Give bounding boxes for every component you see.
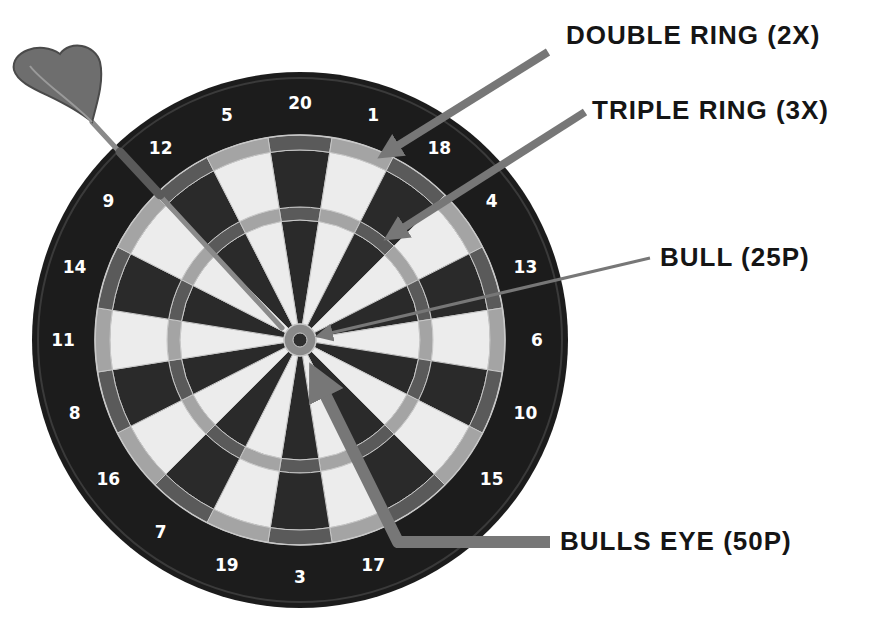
board-sector bbox=[95, 308, 112, 372]
segment-number: 16 bbox=[96, 471, 120, 488]
segment-number: 14 bbox=[63, 258, 87, 275]
board-sector bbox=[268, 528, 332, 545]
segment-number: 3 bbox=[294, 569, 306, 586]
segment-number: 5 bbox=[221, 106, 233, 123]
bull bbox=[284, 324, 316, 356]
leader-arrow bbox=[386, 52, 548, 153]
callout-label: BULL (25P) bbox=[660, 244, 810, 270]
board-sector bbox=[270, 150, 329, 209]
board-sector bbox=[117, 426, 165, 485]
segment-number: 8 bbox=[69, 405, 81, 422]
segment-number: 10 bbox=[514, 405, 538, 422]
segment-number: 13 bbox=[514, 258, 538, 275]
board-rim bbox=[32, 72, 568, 608]
board-sector bbox=[434, 426, 482, 485]
rim-edge bbox=[38, 78, 562, 602]
board-sector bbox=[419, 319, 433, 361]
board-segments bbox=[95, 135, 505, 545]
callout-label: DOUBLE RING (2X) bbox=[566, 22, 820, 48]
board-sector bbox=[386, 157, 445, 205]
board-sector bbox=[270, 471, 329, 530]
segment-number: 4 bbox=[486, 192, 498, 209]
board-sector bbox=[246, 221, 298, 325]
leader-arrow bbox=[316, 376, 550, 542]
board-sector bbox=[155, 474, 214, 522]
segment-number: 9 bbox=[102, 192, 114, 209]
segment-number: 17 bbox=[361, 557, 385, 574]
dart bbox=[14, 46, 282, 328]
board-sector bbox=[110, 310, 169, 369]
board-sector bbox=[98, 370, 131, 433]
segment-number: 12 bbox=[149, 140, 173, 157]
segment-number: 15 bbox=[480, 471, 504, 488]
board-sector bbox=[207, 509, 270, 542]
board-sector bbox=[98, 247, 131, 310]
bulls-eye bbox=[293, 333, 307, 347]
board-sector bbox=[117, 195, 165, 254]
wire-ring bbox=[95, 135, 505, 545]
board-sector bbox=[469, 370, 502, 433]
segment-number: 20 bbox=[288, 95, 312, 112]
segment-number: 1 bbox=[367, 106, 379, 123]
board-sector bbox=[431, 310, 490, 369]
callout-label: BULLS EYE (50P) bbox=[560, 528, 792, 554]
callout-label: TRIPLE RING (3X) bbox=[592, 97, 829, 123]
board-sector bbox=[268, 135, 332, 152]
board-sector bbox=[167, 319, 181, 361]
board-sector bbox=[207, 138, 270, 171]
segment-number: 19 bbox=[215, 557, 239, 574]
board-sector bbox=[386, 474, 445, 522]
segment-number: 7 bbox=[155, 523, 167, 540]
board-sector bbox=[279, 207, 321, 221]
board-sector bbox=[488, 308, 505, 372]
segment-number: 11 bbox=[51, 332, 75, 349]
leader-line bbox=[322, 258, 650, 335]
segment-number: 6 bbox=[531, 332, 543, 349]
leader-arrow bbox=[392, 112, 585, 235]
board-sector bbox=[279, 459, 321, 473]
segment-number: 18 bbox=[427, 140, 451, 157]
board-sector bbox=[330, 138, 393, 171]
